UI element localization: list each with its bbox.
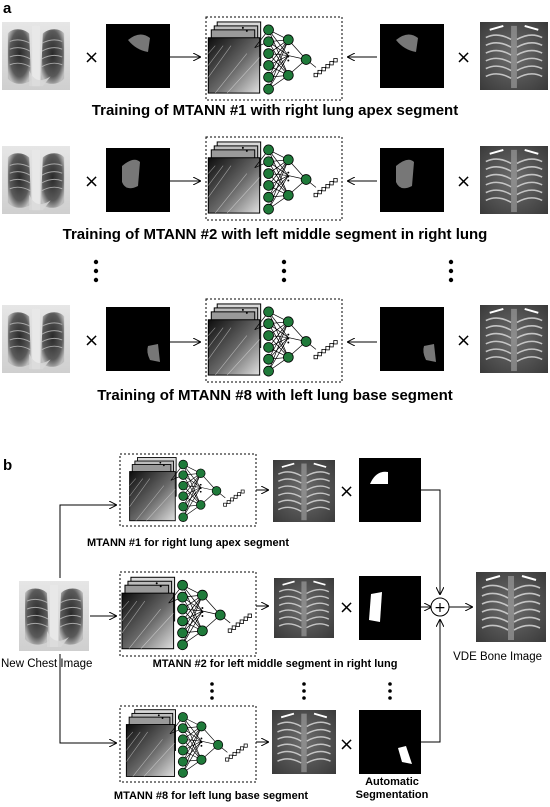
multiply-symbol: ×: [339, 597, 354, 618]
mask-region-apex-teacher: [396, 34, 418, 52]
mask-region-base: [398, 746, 412, 764]
multiply-symbol-teacher: ×: [456, 47, 471, 68]
mtann-box-b8: [119, 705, 257, 783]
ellipsis-dots-a: [93, 259, 454, 283]
bone-image: [480, 305, 548, 373]
multiply-symbol-teacher: ×: [456, 171, 471, 192]
auto-segmentation-mask: [359, 458, 421, 522]
sum-node: [430, 597, 450, 617]
mtann-box-1: [205, 16, 343, 101]
mtann-network-b8: [125, 709, 248, 778]
sum-connectors: [421, 489, 472, 743]
multiply-symbol: ×: [84, 330, 99, 351]
bone-image: [480, 146, 548, 214]
multiply-symbol: ×: [339, 481, 354, 502]
mask-region-base-teacher: [423, 344, 436, 362]
new-chest-image-label: New Chest Image: [1, 658, 92, 670]
auto-segmentation-mask: [359, 710, 421, 774]
panel-a-row-1: × ×: [2, 16, 548, 101]
mtann-label-b8: MTANN #8 for left lung base segment: [114, 790, 308, 802]
conventional-xray-image: [2, 22, 70, 90]
panel-a-letter: a: [3, 0, 12, 17]
panel-b-letter: b: [3, 457, 12, 474]
caption-row-2: Training of MTANN #2 with left middle se…: [63, 226, 488, 243]
mtann-label-b1: MTANN #1 for right lung apex segment: [87, 537, 289, 549]
auto-segmentation-mask: [359, 576, 421, 640]
multiply-symbol: ×: [84, 47, 99, 68]
multiply-symbol: ×: [339, 734, 354, 755]
mtann-box-b2: [119, 571, 257, 657]
segmentation-mask: [106, 307, 170, 371]
caption-row-1: Training of MTANN #1 with right lung ape…: [92, 102, 458, 119]
mtann-output-image: [273, 578, 335, 638]
mask-region-apex: [370, 471, 388, 484]
bone-image: [480, 22, 548, 90]
mtann-network-b1: [129, 457, 245, 523]
panel-b-row-2: × MTANN #2 for left middle segment in ri…: [119, 571, 421, 670]
mtann-box-8: [205, 298, 343, 383]
panel-a-row-3: × ×: [2, 298, 548, 383]
mask-region-middle-teacher: [396, 159, 414, 189]
mtann-network-b2: [121, 576, 253, 651]
conventional-xray-image: [2, 305, 70, 373]
panel-b-row-1: × MTANN #1 for right lung apex segment: [87, 453, 421, 549]
vde-bone-image: [476, 572, 546, 642]
panel-a-row-2: × ×: [2, 136, 548, 221]
mtann-output-image: [272, 460, 336, 522]
ellipsis-dots-b: [210, 682, 392, 700]
conventional-xray-image: [2, 146, 70, 214]
caption-row-3: Training of MTANN #8 with left lung base…: [97, 387, 453, 404]
mtann-output-image: [272, 710, 336, 774]
segmentation-mask: [106, 24, 170, 88]
plus-symbol: +: [434, 600, 446, 616]
segmentation-label-line2: Segmentation: [356, 789, 429, 801]
input-connectors: [59, 505, 116, 743]
mask-region-middle: [122, 159, 140, 189]
segmentation-label-line1: Automatic: [365, 776, 419, 788]
mtann-network-8: [207, 303, 338, 377]
mask-region-base: [147, 344, 160, 362]
panel-b-row-8: × MTANN #8 for left lung base segment Au…: [114, 705, 429, 802]
mask-region-apex: [128, 34, 150, 52]
mtann-label-b2: MTANN #2 for left middle segment in righ…: [153, 658, 398, 670]
multiply-symbol-teacher: ×: [456, 330, 471, 351]
mtann-box-2: [205, 136, 343, 221]
vde-bone-image-label: VDE Bone Image: [453, 651, 542, 663]
mtann-network-1: [207, 21, 338, 95]
multiply-symbol: ×: [84, 171, 99, 192]
new-chest-image: [19, 580, 89, 652]
mask-region-middle: [369, 592, 382, 622]
segmentation-mask-teacher: [380, 24, 444, 88]
mtann-network-2: [207, 141, 338, 215]
